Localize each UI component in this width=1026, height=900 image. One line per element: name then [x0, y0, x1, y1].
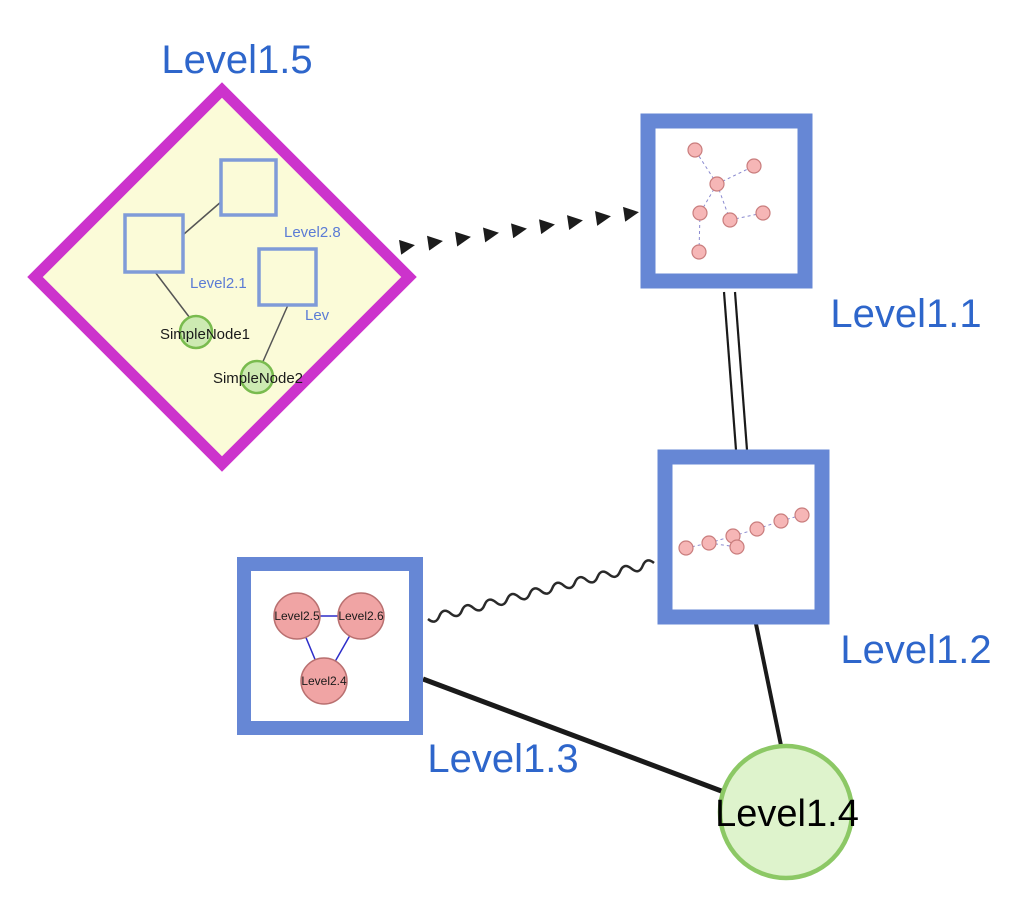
- mini-node[interactable]: [773, 513, 789, 529]
- label-level2-8: Level2.8: [284, 224, 341, 241]
- label-level1-4: Level1.4: [715, 793, 859, 835]
- node-level1-4[interactable]: Level1.4: [715, 743, 859, 881]
- inner-edge: [183, 200, 223, 235]
- level12-inner-graph: [678, 507, 810, 556]
- square-shape[interactable]: [640, 113, 813, 289]
- label-simplenode2: SimpleNode2: [213, 370, 303, 387]
- mini-node[interactable]: [692, 205, 708, 221]
- node-level2-5[interactable]: [273, 592, 321, 640]
- mini-node[interactable]: [701, 535, 717, 551]
- node-level1-1[interactable]: [640, 113, 813, 289]
- node-level1-5[interactable]: Level2.8 Level2.1 Lev SimpleNode1 Simple…: [27, 82, 417, 472]
- label-level1-2: Level1.2: [840, 628, 991, 672]
- label-level2-4: Level2.4: [301, 674, 347, 688]
- edge-level15-to-level11[interactable]: [399, 206, 639, 255]
- diamond-shape[interactable]: [27, 82, 417, 472]
- inner-edge: [260, 304, 289, 367]
- edge-level12-to-level14[interactable]: [754, 623, 786, 761]
- inner-edge: [154, 271, 194, 323]
- mini-node[interactable]: [687, 142, 703, 158]
- node-level1-2[interactable]: [657, 449, 830, 625]
- label-level2-5: Level2.5: [274, 609, 320, 623]
- label-level2-1: Level2.1: [190, 275, 247, 292]
- label-simplenode1: SimpleNode1: [160, 326, 250, 343]
- node-level1-3[interactable]: Level2.5 Level2.6 Level2.4: [237, 557, 423, 735]
- mini-node[interactable]: [691, 244, 707, 260]
- mini-node[interactable]: [729, 539, 745, 555]
- mini-node[interactable]: [794, 507, 810, 523]
- inner-edge: [708, 542, 738, 548]
- node-level2-6[interactable]: [337, 592, 385, 640]
- label-level2-6: Level2.6: [338, 609, 384, 623]
- circle-shape[interactable]: [717, 743, 855, 881]
- label-lev: Lev: [305, 307, 330, 324]
- node-level2-1[interactable]: [123, 213, 185, 274]
- edge-level13-to-level14[interactable]: [422, 676, 741, 801]
- label-level1-3: Level1.3: [427, 737, 578, 781]
- node-simplenode2[interactable]: [239, 359, 275, 395]
- mini-node[interactable]: [722, 212, 738, 228]
- edge-level11-to-level12[interactable]: [722, 291, 749, 451]
- edge-level12-to-level13[interactable]: [427, 559, 655, 623]
- inner-edge: [756, 520, 782, 530]
- node-level2-4[interactable]: [300, 657, 348, 705]
- node-simplenode1[interactable]: [178, 314, 214, 350]
- level11-inner-graph: [687, 142, 771, 260]
- node-level2-8[interactable]: [219, 158, 278, 217]
- mini-node[interactable]: [755, 205, 771, 221]
- mini-node[interactable]: [749, 521, 765, 537]
- label-level1-5: Level1.5: [161, 38, 312, 82]
- label-level1-1: Level1.1: [830, 292, 981, 336]
- square-shape[interactable]: [237, 557, 423, 735]
- mini-node[interactable]: [709, 176, 725, 192]
- square-shape[interactable]: [657, 449, 830, 625]
- node-lev[interactable]: [257, 247, 318, 307]
- mini-node[interactable]: [746, 158, 762, 174]
- mini-node[interactable]: [678, 540, 694, 556]
